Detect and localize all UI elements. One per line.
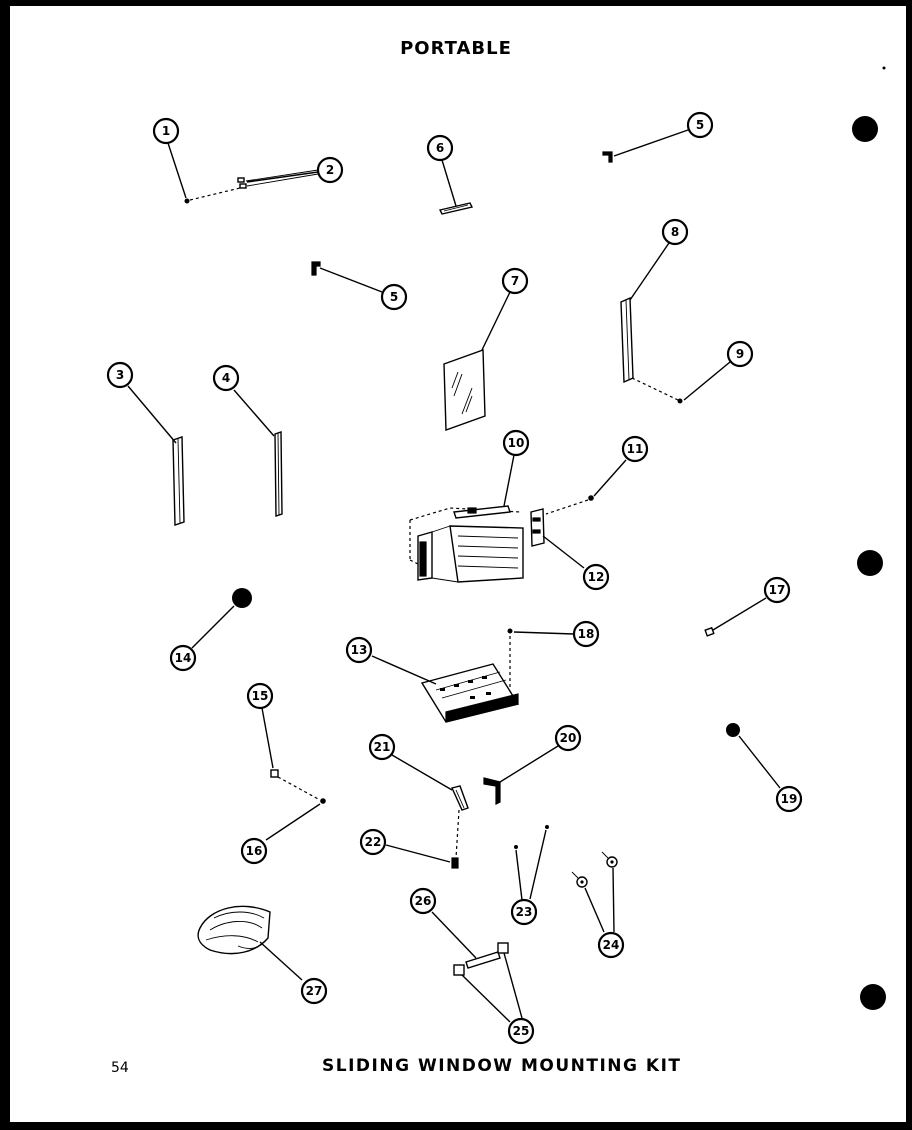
svg-text:10: 10 bbox=[508, 436, 525, 450]
callout-20: 20 bbox=[554, 724, 582, 752]
svg-text:5: 5 bbox=[696, 118, 704, 132]
callout-16: 16 bbox=[240, 837, 268, 865]
svg-text:14: 14 bbox=[175, 651, 192, 665]
callout-10: 10 bbox=[502, 429, 530, 457]
svg-text:16: 16 bbox=[246, 844, 263, 858]
svg-text:4: 4 bbox=[222, 371, 230, 385]
part-4-strip bbox=[274, 431, 283, 517]
callout-5: 5 bbox=[686, 111, 714, 139]
callout-7: 7 bbox=[501, 267, 529, 295]
part-21-bracket bbox=[451, 785, 469, 811]
part-27-foam-roll bbox=[197, 905, 271, 955]
svg-text:6: 6 bbox=[436, 141, 444, 155]
callout-24: 24 bbox=[597, 931, 625, 959]
svg-text:24: 24 bbox=[603, 938, 620, 952]
callout-22: 22 bbox=[359, 828, 387, 856]
part-9-screw bbox=[631, 377, 683, 404]
callout-17: 17 bbox=[763, 576, 791, 604]
svg-text:3: 3 bbox=[116, 368, 124, 382]
page-number: 54 bbox=[111, 1060, 129, 1076]
part-6-strip bbox=[438, 202, 474, 215]
svg-text:26: 26 bbox=[415, 894, 432, 908]
callout-3: 3 bbox=[106, 361, 134, 389]
callout-19: 19 bbox=[775, 785, 803, 813]
svg-text:13: 13 bbox=[351, 643, 368, 657]
callout-12: 12 bbox=[582, 563, 610, 591]
part-8-channel bbox=[620, 296, 634, 384]
svg-text:11: 11 bbox=[627, 442, 644, 456]
svg-text:12: 12 bbox=[588, 570, 605, 584]
callout-13: 13 bbox=[345, 636, 373, 664]
callout-4: 4 bbox=[212, 364, 240, 392]
part-17-clip bbox=[704, 626, 715, 637]
svg-text:8: 8 bbox=[671, 225, 679, 239]
svg-text:27: 27 bbox=[306, 984, 323, 998]
part-5-bracket bbox=[602, 151, 613, 163]
part-10-unit bbox=[409, 505, 524, 583]
diagram-caption: SLIDING WINDOW MOUNTING KIT bbox=[322, 1056, 682, 1076]
part-15-clip bbox=[270, 769, 321, 801]
callout-5: 5 bbox=[380, 283, 408, 311]
svg-text:9: 9 bbox=[736, 347, 744, 361]
callout-18: 18 bbox=[572, 620, 600, 648]
speck bbox=[882, 66, 886, 70]
callout-15: 15 bbox=[246, 682, 274, 710]
callout-14: 14 bbox=[169, 644, 197, 672]
callout-27: 27 bbox=[300, 977, 328, 1005]
part-7-panel bbox=[443, 349, 486, 431]
svg-text:22: 22 bbox=[365, 835, 382, 849]
registration-dot bbox=[852, 116, 878, 142]
svg-text:2: 2 bbox=[326, 163, 334, 177]
part-20-bracket bbox=[483, 777, 501, 805]
registration-dot bbox=[857, 550, 883, 576]
callout-6: 6 bbox=[426, 134, 454, 162]
svg-text:23: 23 bbox=[516, 905, 533, 919]
svg-text:7: 7 bbox=[511, 274, 519, 288]
part-24-screw bbox=[571, 851, 618, 888]
part-22-screw bbox=[451, 809, 460, 869]
part-19-plug bbox=[726, 723, 740, 737]
part-25-cap bbox=[453, 942, 509, 976]
part-3-strip bbox=[172, 436, 185, 526]
part-18-screw bbox=[507, 628, 513, 690]
svg-text:25: 25 bbox=[513, 1024, 530, 1038]
svg-text:20: 20 bbox=[560, 731, 577, 745]
callout-2: 2 bbox=[316, 156, 344, 184]
part-23-pin bbox=[514, 825, 549, 849]
callout-9: 9 bbox=[726, 340, 754, 368]
callout-23: 23 bbox=[510, 898, 538, 926]
part-11-screw bbox=[545, 495, 594, 515]
svg-text:17: 17 bbox=[769, 583, 786, 597]
callout-8: 8 bbox=[661, 218, 689, 246]
part-12-bracket bbox=[530, 508, 545, 547]
svg-text:1: 1 bbox=[162, 124, 170, 138]
part-14-plug bbox=[232, 588, 252, 608]
registration-dot bbox=[860, 984, 886, 1010]
part-13-tray bbox=[420, 663, 520, 723]
callout-1: 1 bbox=[152, 117, 180, 145]
svg-text:5: 5 bbox=[390, 290, 398, 304]
part-5-bracket bbox=[311, 261, 321, 276]
page-title: PORTABLE bbox=[400, 38, 512, 59]
part-26-rod bbox=[465, 951, 501, 969]
callout-21: 21 bbox=[368, 733, 396, 761]
callout-25: 25 bbox=[507, 1017, 535, 1045]
callout-11: 11 bbox=[621, 435, 649, 463]
part-16-screw bbox=[320, 798, 326, 804]
svg-text:19: 19 bbox=[781, 792, 798, 806]
part-2-rod bbox=[237, 169, 319, 189]
svg-text:21: 21 bbox=[374, 740, 391, 754]
svg-text:15: 15 bbox=[252, 689, 269, 703]
svg-text:18: 18 bbox=[578, 627, 595, 641]
callout-26: 26 bbox=[409, 887, 437, 915]
part-1-screw bbox=[184, 187, 241, 204]
